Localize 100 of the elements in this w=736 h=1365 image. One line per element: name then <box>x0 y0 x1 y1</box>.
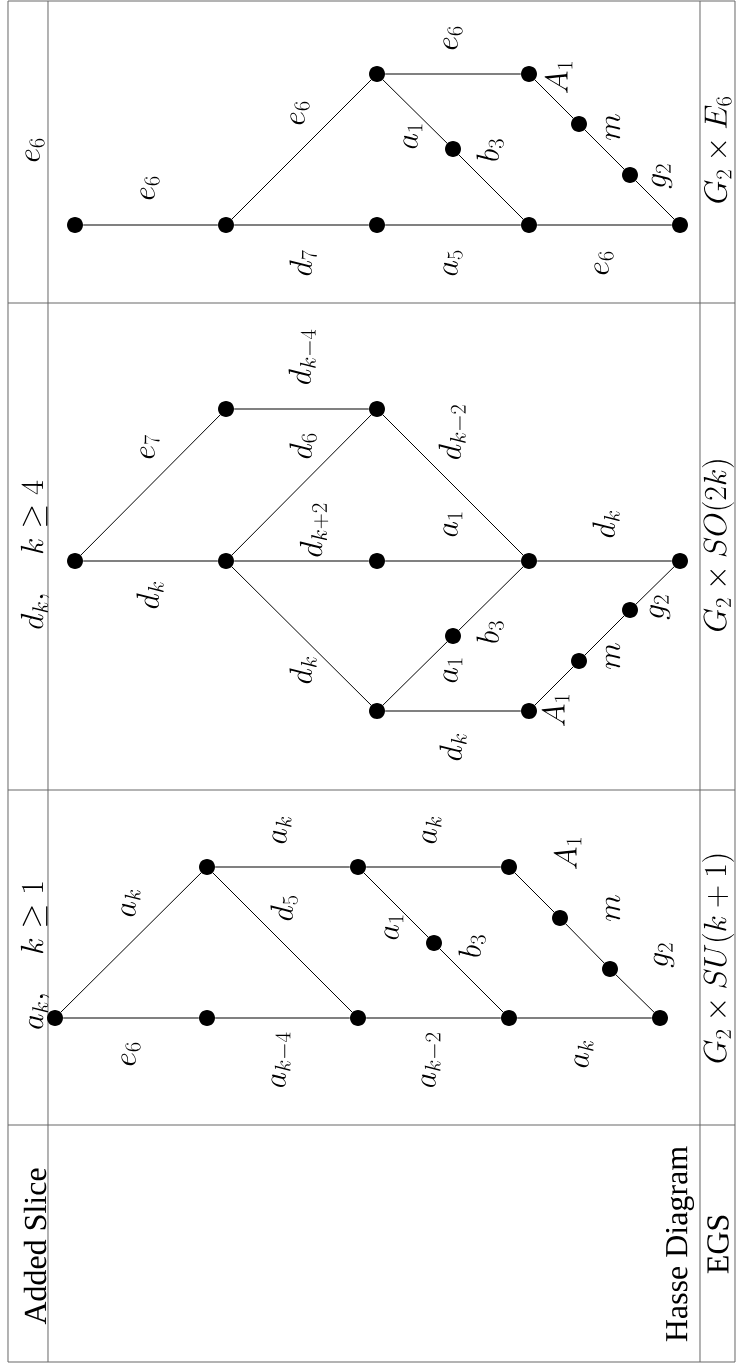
edge-label: $e_6$ <box>140 176 160 200</box>
graph-edge <box>233 224 370 226</box>
edge-label: $a_k$ <box>121 889 141 917</box>
edge-label: $d_k$ <box>439 734 467 761</box>
graph-edge <box>382 641 448 706</box>
graph-vertex <box>672 217 688 233</box>
graph-edge <box>635 180 675 220</box>
graph-edge <box>635 566 675 605</box>
symmetry-label: $G_2\times E_6$ <box>704 97 732 203</box>
graph-edge <box>384 224 522 226</box>
graph-vertex <box>350 859 366 875</box>
graph-vertex <box>369 553 385 569</box>
graph-vertex <box>445 141 461 157</box>
edge-label: $b_3$ <box>476 139 504 161</box>
graph-vertex <box>521 703 537 719</box>
graph-vertex <box>622 602 638 618</box>
edge-label: $a_k$ <box>574 1040 594 1068</box>
graph-vertex <box>552 910 568 926</box>
graph-edge <box>233 560 370 562</box>
edge-label: $e_7$ <box>140 435 160 459</box>
graph-vertex <box>369 703 385 719</box>
graph-edge <box>584 129 625 170</box>
edge-label: $d_k$ <box>136 582 164 609</box>
edge-label: $d_{k+2}$ <box>299 503 329 557</box>
edge-label: $e_6$ <box>594 251 614 275</box>
graph-edge <box>214 1017 351 1019</box>
edge-label: $a_1$ <box>403 124 423 149</box>
graph-edge <box>384 73 522 75</box>
graph-vertex <box>521 217 537 233</box>
graph-edge <box>536 560 673 562</box>
edge-label: $e_6$ <box>121 1042 141 1066</box>
graph-edge <box>516 1017 653 1019</box>
edge-label: $d_6$ <box>289 433 317 459</box>
edge-label: $d_{k-4}$ <box>288 329 316 385</box>
edge-label: $a_1$ <box>443 658 463 683</box>
slice-label: $e_6$ <box>25 138 45 162</box>
graph-vertex <box>445 628 461 644</box>
graph-vertex <box>521 553 537 569</box>
graph-edge <box>231 566 372 706</box>
graph-edge <box>384 710 522 712</box>
graph-vertex <box>67 217 83 233</box>
graph-vertex <box>47 1010 63 1026</box>
graph-vertex <box>199 1010 215 1026</box>
graph-edge <box>363 872 429 938</box>
edge-label: $b_3$ <box>458 935 486 957</box>
graph-vertex <box>571 116 587 132</box>
edge-label: $d_5$ <box>270 895 298 921</box>
header-text: Added Slice <box>23 1168 47 1325</box>
header-text: Hasse Diagram <box>665 1146 695 1342</box>
symmetry-label: $G_2\times SO(2k)$ <box>702 460 734 632</box>
graph-edge <box>534 79 574 119</box>
edge-label: $d_{k-2}$ <box>438 405 466 460</box>
edge-label: $e_6$ <box>290 101 310 125</box>
slice-label: $a_k,\quad k\geq 1$ <box>20 882 50 1029</box>
graph-edge <box>62 1017 200 1019</box>
graph-vertex <box>602 961 618 977</box>
graph-edge <box>439 948 504 1013</box>
graph-vertex <box>521 66 537 82</box>
graph-vertex <box>369 66 385 82</box>
edge-label: $b_3$ <box>476 621 504 643</box>
graph-vertex <box>622 167 638 183</box>
graph-edge <box>365 1017 502 1019</box>
edge-label: $A_1$ <box>541 695 570 727</box>
edge-label: $a_5$ <box>443 250 463 276</box>
edge-label: $d_7$ <box>289 250 317 276</box>
edge-label: $g_2$ <box>651 164 673 189</box>
graph-vertex <box>199 859 215 875</box>
edge-label: $a_{k-2}$ <box>421 1033 441 1088</box>
symmetry-label: $G_2\times SU(k+1)$ <box>702 854 734 1063</box>
graph-vertex <box>218 401 234 417</box>
graph-vertex <box>218 217 234 233</box>
graph-vertex <box>67 553 83 569</box>
edge-label: $m$ <box>605 643 621 669</box>
header-text: EGS <box>707 1215 729 1274</box>
edge-label: $e_6$ <box>443 26 463 50</box>
graph-vertex <box>501 1010 517 1026</box>
graph-vertex <box>369 217 385 233</box>
graph-edge <box>458 154 524 220</box>
graph-vertex <box>652 1010 668 1026</box>
graph-edge <box>212 872 353 1013</box>
edge-label: $m$ <box>605 895 621 921</box>
edge-label: $a_k$ <box>422 816 442 844</box>
graph-edge <box>565 923 605 964</box>
graph-edge <box>231 79 372 220</box>
graph-edge <box>534 666 574 706</box>
graph-edge <box>214 866 351 868</box>
graph-edge <box>382 79 448 144</box>
graph-vertex <box>571 653 587 669</box>
edge-label: $a_k$ <box>272 816 292 844</box>
graph-edge <box>514 872 555 913</box>
graph-edge <box>365 866 502 868</box>
graph-edge <box>458 566 524 631</box>
graph-vertex <box>501 859 517 875</box>
graph-edge <box>82 560 219 562</box>
graph-vertex <box>369 401 385 417</box>
edge-label: $g_2$ <box>649 595 671 620</box>
graph-vertex <box>426 935 442 951</box>
graph-edge <box>231 414 372 556</box>
graph-edge <box>536 224 673 226</box>
edge-label: $d_k$ <box>289 657 317 684</box>
